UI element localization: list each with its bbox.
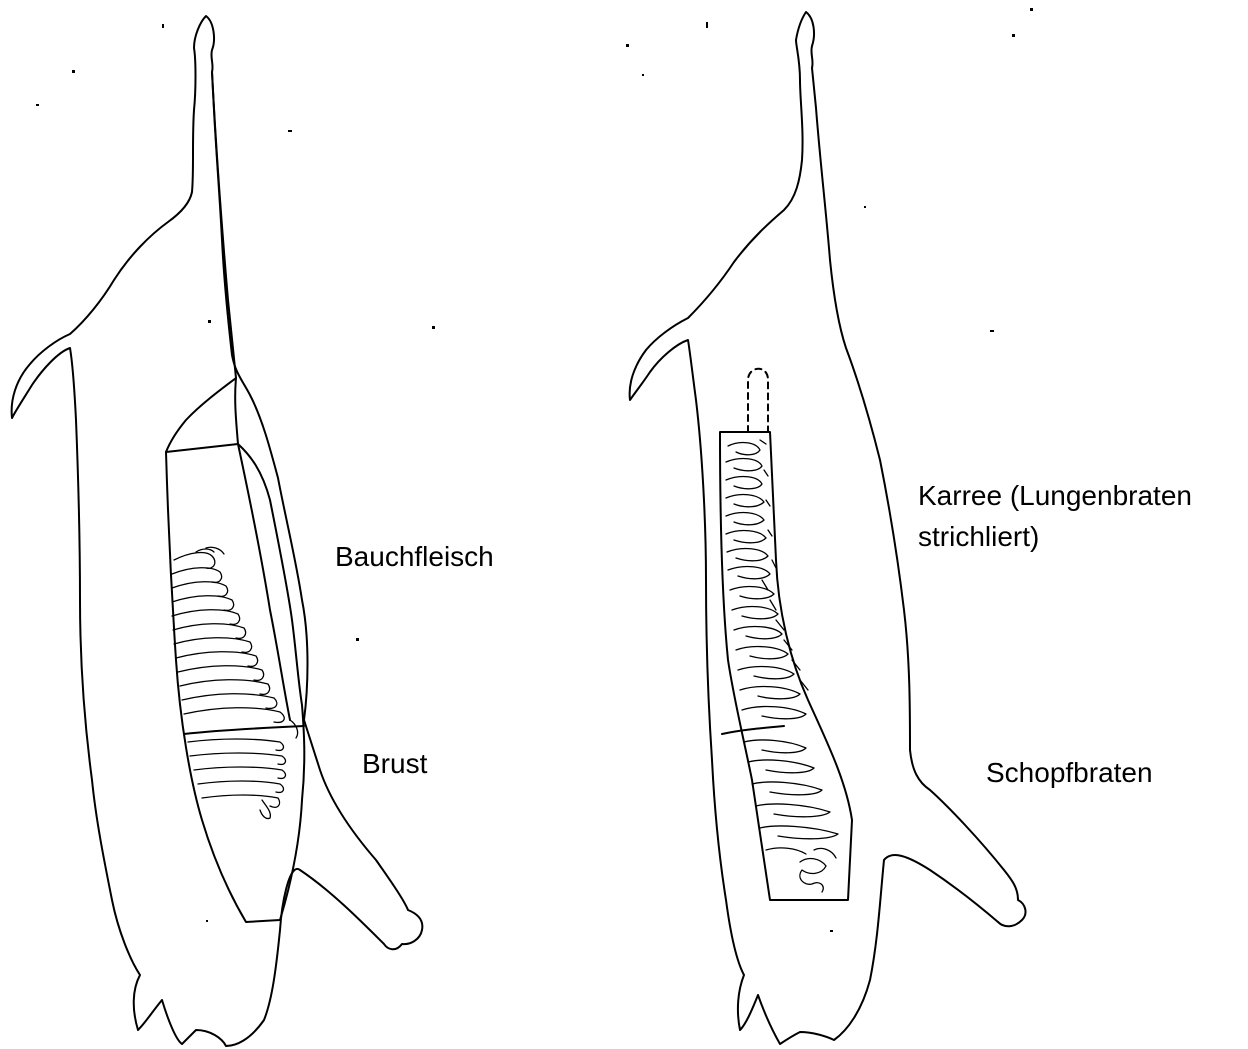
scan-specks: [36, 8, 1033, 932]
left-cut-line: [184, 726, 304, 734]
right-vertebrae-upper: [726, 440, 808, 719]
right-cut-line: [722, 726, 784, 734]
left-ribs-upper: [172, 547, 284, 722]
label-karree-line2: strichliert): [918, 518, 1039, 556]
label-karree-line1: Karree (Lungenbraten: [918, 477, 1192, 515]
label-brust: Brust: [362, 745, 427, 783]
label-bauchfleisch: Bauchfleisch: [335, 538, 494, 576]
left-carcass: [12, 16, 423, 1046]
left-ribs-lower: [188, 720, 298, 819]
right-cut-region: [720, 432, 852, 900]
left-cut-region: [166, 378, 238, 452]
lungenbraten-dashed: [748, 369, 768, 432]
label-schopfbraten: Schopfbraten: [986, 754, 1153, 792]
